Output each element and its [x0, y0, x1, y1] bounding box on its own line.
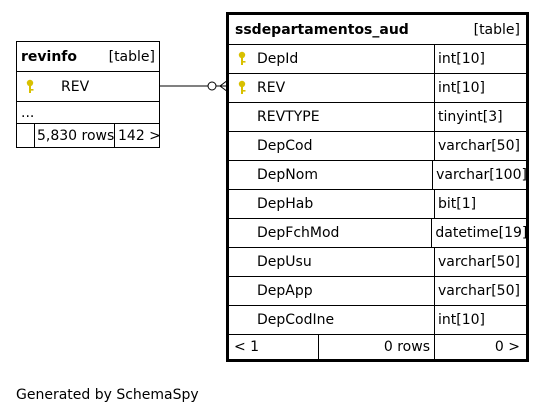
column-name: DepFchMod [257, 225, 340, 241]
aud-parents-count[interactable]: < 1 [229, 335, 319, 359]
aud-header: ssdepartamentos_aud [table] [229, 15, 526, 45]
column-name-cell: DepId [229, 45, 435, 73]
aud-column-depid[interactable]: DepId int[10] [229, 45, 526, 74]
column-type: varchar[50] [438, 138, 520, 154]
revinfo-footer: 5,830 rows 142 > [17, 124, 159, 147]
ellipsis: ... [21, 104, 35, 121]
aud-children-count[interactable]: 0 > [494, 339, 520, 355]
aud-table-type: [table] [473, 21, 520, 38]
column-type: int[10] [438, 312, 485, 328]
column-type: varchar[100] [436, 167, 526, 183]
column-name-cell: DepUsu [229, 248, 435, 276]
column-type: datetime[19] [435, 225, 526, 241]
revinfo-column-rev[interactable]: REV [17, 72, 159, 102]
aud-table-name: ssdepartamentos_aud [235, 21, 409, 38]
column-name: DepId [257, 51, 299, 67]
column-name: DepNom [257, 167, 318, 183]
aud-column-depapp[interactable]: DepApp varchar[50] [229, 277, 526, 306]
aud-column-depfchmod[interactable]: DepFchMod datetime[19] [229, 219, 526, 248]
aud-column-depusu[interactable]: DepUsu varchar[50] [229, 248, 526, 277]
column-name-cell: DepHab [229, 190, 435, 218]
column-type: int[10] [438, 51, 485, 67]
aud-column-depcodine[interactable]: DepCodIne int[10] [229, 306, 526, 335]
aud-column-depcod[interactable]: DepCod varchar[50] [229, 132, 526, 161]
column-name-cell: DepCodIne [229, 306, 435, 334]
column-name: DepUsu [257, 254, 312, 270]
column-name-cell: REV [229, 74, 435, 102]
column-type: tinyint[3] [438, 109, 503, 125]
aud-footer: < 1 0 rows 0 > [229, 335, 526, 359]
generated-by-label: Generated by SchemaSpy [16, 387, 199, 403]
aud-column-dephab[interactable]: DepHab bit[1] [229, 190, 526, 219]
column-name-cell: REVTYPE [229, 103, 435, 131]
column-name-cell: DepApp [229, 277, 435, 305]
revinfo-header: revinfo [table] [17, 42, 159, 72]
column-type: bit[1] [438, 196, 477, 212]
column-name-cell: DepCod [229, 132, 435, 160]
revinfo-ellipsis-row: ... [17, 102, 159, 124]
column-name: REV [257, 80, 286, 96]
aud-column-rev[interactable]: REV int[10] [229, 74, 526, 103]
aud-column-depnom[interactable]: DepNom varchar[100] [229, 161, 526, 190]
column-name: DepCod [257, 138, 313, 154]
column-name: DepApp [257, 283, 313, 299]
aud-column-revtype[interactable]: REVTYPE tinyint[3] [229, 103, 526, 132]
column-type: varchar[50] [438, 283, 520, 299]
aud-row-count: 0 rows [319, 335, 435, 359]
key-icon [237, 51, 251, 67]
ssdepartamentos-aud-table[interactable]: ssdepartamentos_aud [table] DepId int[10… [226, 12, 529, 362]
column-name: DepHab [257, 196, 314, 212]
revinfo-table[interactable]: revinfo [table] REV ... 5,830 rows 142 > [16, 41, 160, 148]
key-icon [237, 80, 251, 96]
revinfo-column-name: REV [61, 78, 90, 95]
column-name: REVTYPE [257, 109, 320, 125]
revinfo-footer-spacer [17, 124, 35, 147]
column-name-cell: DepNom [229, 161, 434, 189]
key-icon [25, 79, 39, 95]
revinfo-children-count[interactable]: 142 > [118, 127, 159, 144]
column-type: varchar[50] [438, 254, 520, 270]
column-name: DepCodIne [257, 312, 335, 328]
revinfo-table-type: [table] [108, 48, 155, 65]
column-name-cell: DepFchMod [229, 219, 433, 247]
revinfo-row-count: 5,830 rows [35, 124, 115, 147]
revinfo-table-name: revinfo [21, 48, 77, 65]
column-type: int[10] [438, 80, 485, 96]
